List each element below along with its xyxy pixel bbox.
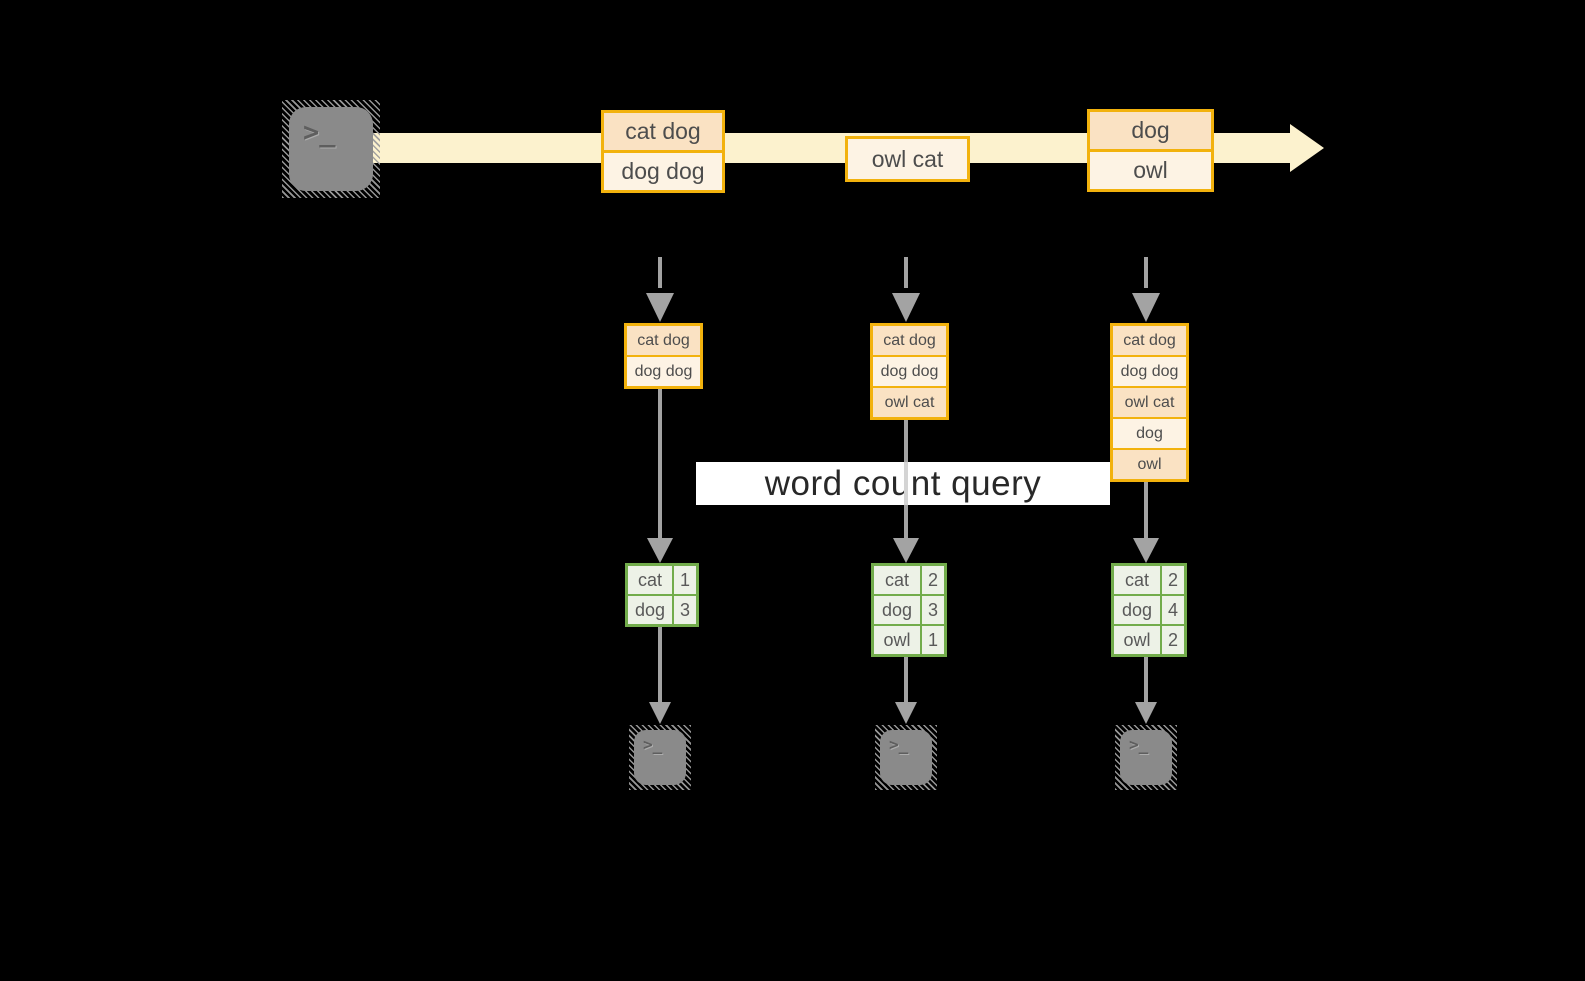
prompt-glyph: >_ bbox=[303, 117, 336, 148]
buffer-row: owl cat bbox=[873, 388, 946, 417]
flow-line bbox=[1144, 657, 1148, 702]
terminal-body: >_ bbox=[634, 730, 686, 785]
terminal-sink-icon: >_ bbox=[1115, 725, 1177, 790]
terminal-source-icon: >_ bbox=[282, 100, 380, 198]
buffer-row: dog dog bbox=[873, 357, 946, 386]
buffer-row: cat dog bbox=[873, 326, 946, 355]
word-cell: dog bbox=[874, 596, 920, 624]
dashed-arrowhead-icon bbox=[1132, 293, 1160, 322]
stream-record: dog bbox=[1090, 112, 1211, 149]
count-cell: 3 bbox=[674, 596, 696, 624]
terminal-body: >_ bbox=[880, 730, 932, 785]
prompt-glyph: >_ bbox=[1129, 735, 1149, 754]
prompt-glyph: >_ bbox=[643, 735, 663, 754]
record-buffer-1: cat dog dog dog bbox=[624, 323, 703, 389]
dashed-arrowhead-icon bbox=[646, 293, 674, 322]
terminal-body: >_ bbox=[1120, 730, 1172, 785]
flow-line bbox=[904, 420, 908, 462]
count-cell: 4 bbox=[1162, 596, 1184, 624]
flow-line-through-label bbox=[904, 462, 908, 505]
stream-record: owl cat bbox=[848, 139, 967, 179]
dashed-arrowhead-icon bbox=[892, 293, 920, 322]
word-cell: owl bbox=[874, 626, 920, 654]
buffer-row: cat dog bbox=[627, 326, 700, 355]
flow-line bbox=[1144, 482, 1148, 538]
word-count-table-2: cat 2 dog 3 owl 1 bbox=[871, 563, 947, 657]
arrowhead-icon bbox=[895, 702, 917, 724]
flow-line bbox=[904, 505, 908, 538]
stream-arrowhead-icon bbox=[1290, 124, 1324, 172]
query-label: word count query bbox=[696, 462, 1110, 505]
record-buffer-2: cat dog dog dog owl cat bbox=[870, 323, 949, 420]
count-cell: 2 bbox=[1162, 626, 1184, 654]
record-buffer-3: cat dog dog dog owl cat dog owl bbox=[1110, 323, 1189, 482]
stream-record: owl bbox=[1090, 152, 1211, 189]
stream-event-box-1: cat dog dog dog bbox=[601, 110, 725, 193]
arrowhead-icon bbox=[893, 538, 919, 563]
word-cell: dog bbox=[628, 596, 672, 624]
prompt-glyph: >_ bbox=[889, 735, 909, 754]
count-cell: 3 bbox=[922, 596, 944, 624]
flow-line bbox=[904, 657, 908, 702]
word-cell: cat bbox=[874, 566, 920, 594]
arrowhead-icon bbox=[649, 702, 671, 724]
dashed-arrow-line bbox=[1144, 257, 1148, 288]
buffer-row: owl bbox=[1113, 450, 1186, 479]
word-count-table-3: cat 2 dog 4 owl 2 bbox=[1111, 563, 1187, 657]
word-cell: cat bbox=[628, 566, 672, 594]
buffer-row: dog dog bbox=[1113, 357, 1186, 386]
buffer-row: dog dog bbox=[627, 357, 700, 386]
buffer-row: owl cat bbox=[1113, 388, 1186, 417]
arrowhead-icon bbox=[647, 538, 673, 563]
count-cell: 2 bbox=[922, 566, 944, 594]
flow-line bbox=[658, 627, 662, 702]
terminal-sink-icon: >_ bbox=[629, 725, 691, 790]
stream-event-box-3: dog owl bbox=[1087, 109, 1214, 192]
stream-record: cat dog bbox=[604, 113, 722, 150]
word-count-table-1: cat 1 dog 3 bbox=[625, 563, 699, 627]
dashed-arrow-line bbox=[658, 257, 662, 288]
stream-record: dog dog bbox=[604, 153, 722, 190]
word-cell: owl bbox=[1114, 626, 1160, 654]
buffer-row: dog bbox=[1113, 419, 1186, 448]
count-cell: 1 bbox=[674, 566, 696, 594]
count-cell: 1 bbox=[922, 626, 944, 654]
word-cell: cat bbox=[1114, 566, 1160, 594]
count-cell: 2 bbox=[1162, 566, 1184, 594]
arrowhead-icon bbox=[1133, 538, 1159, 563]
word-cell: dog bbox=[1114, 596, 1160, 624]
terminal-body: >_ bbox=[289, 107, 373, 191]
stream-event-box-2: owl cat bbox=[845, 136, 970, 182]
terminal-sink-icon: >_ bbox=[875, 725, 937, 790]
arrowhead-icon bbox=[1135, 702, 1157, 724]
dashed-arrow-line bbox=[904, 257, 908, 288]
buffer-row: cat dog bbox=[1113, 326, 1186, 355]
flow-line bbox=[658, 389, 662, 538]
